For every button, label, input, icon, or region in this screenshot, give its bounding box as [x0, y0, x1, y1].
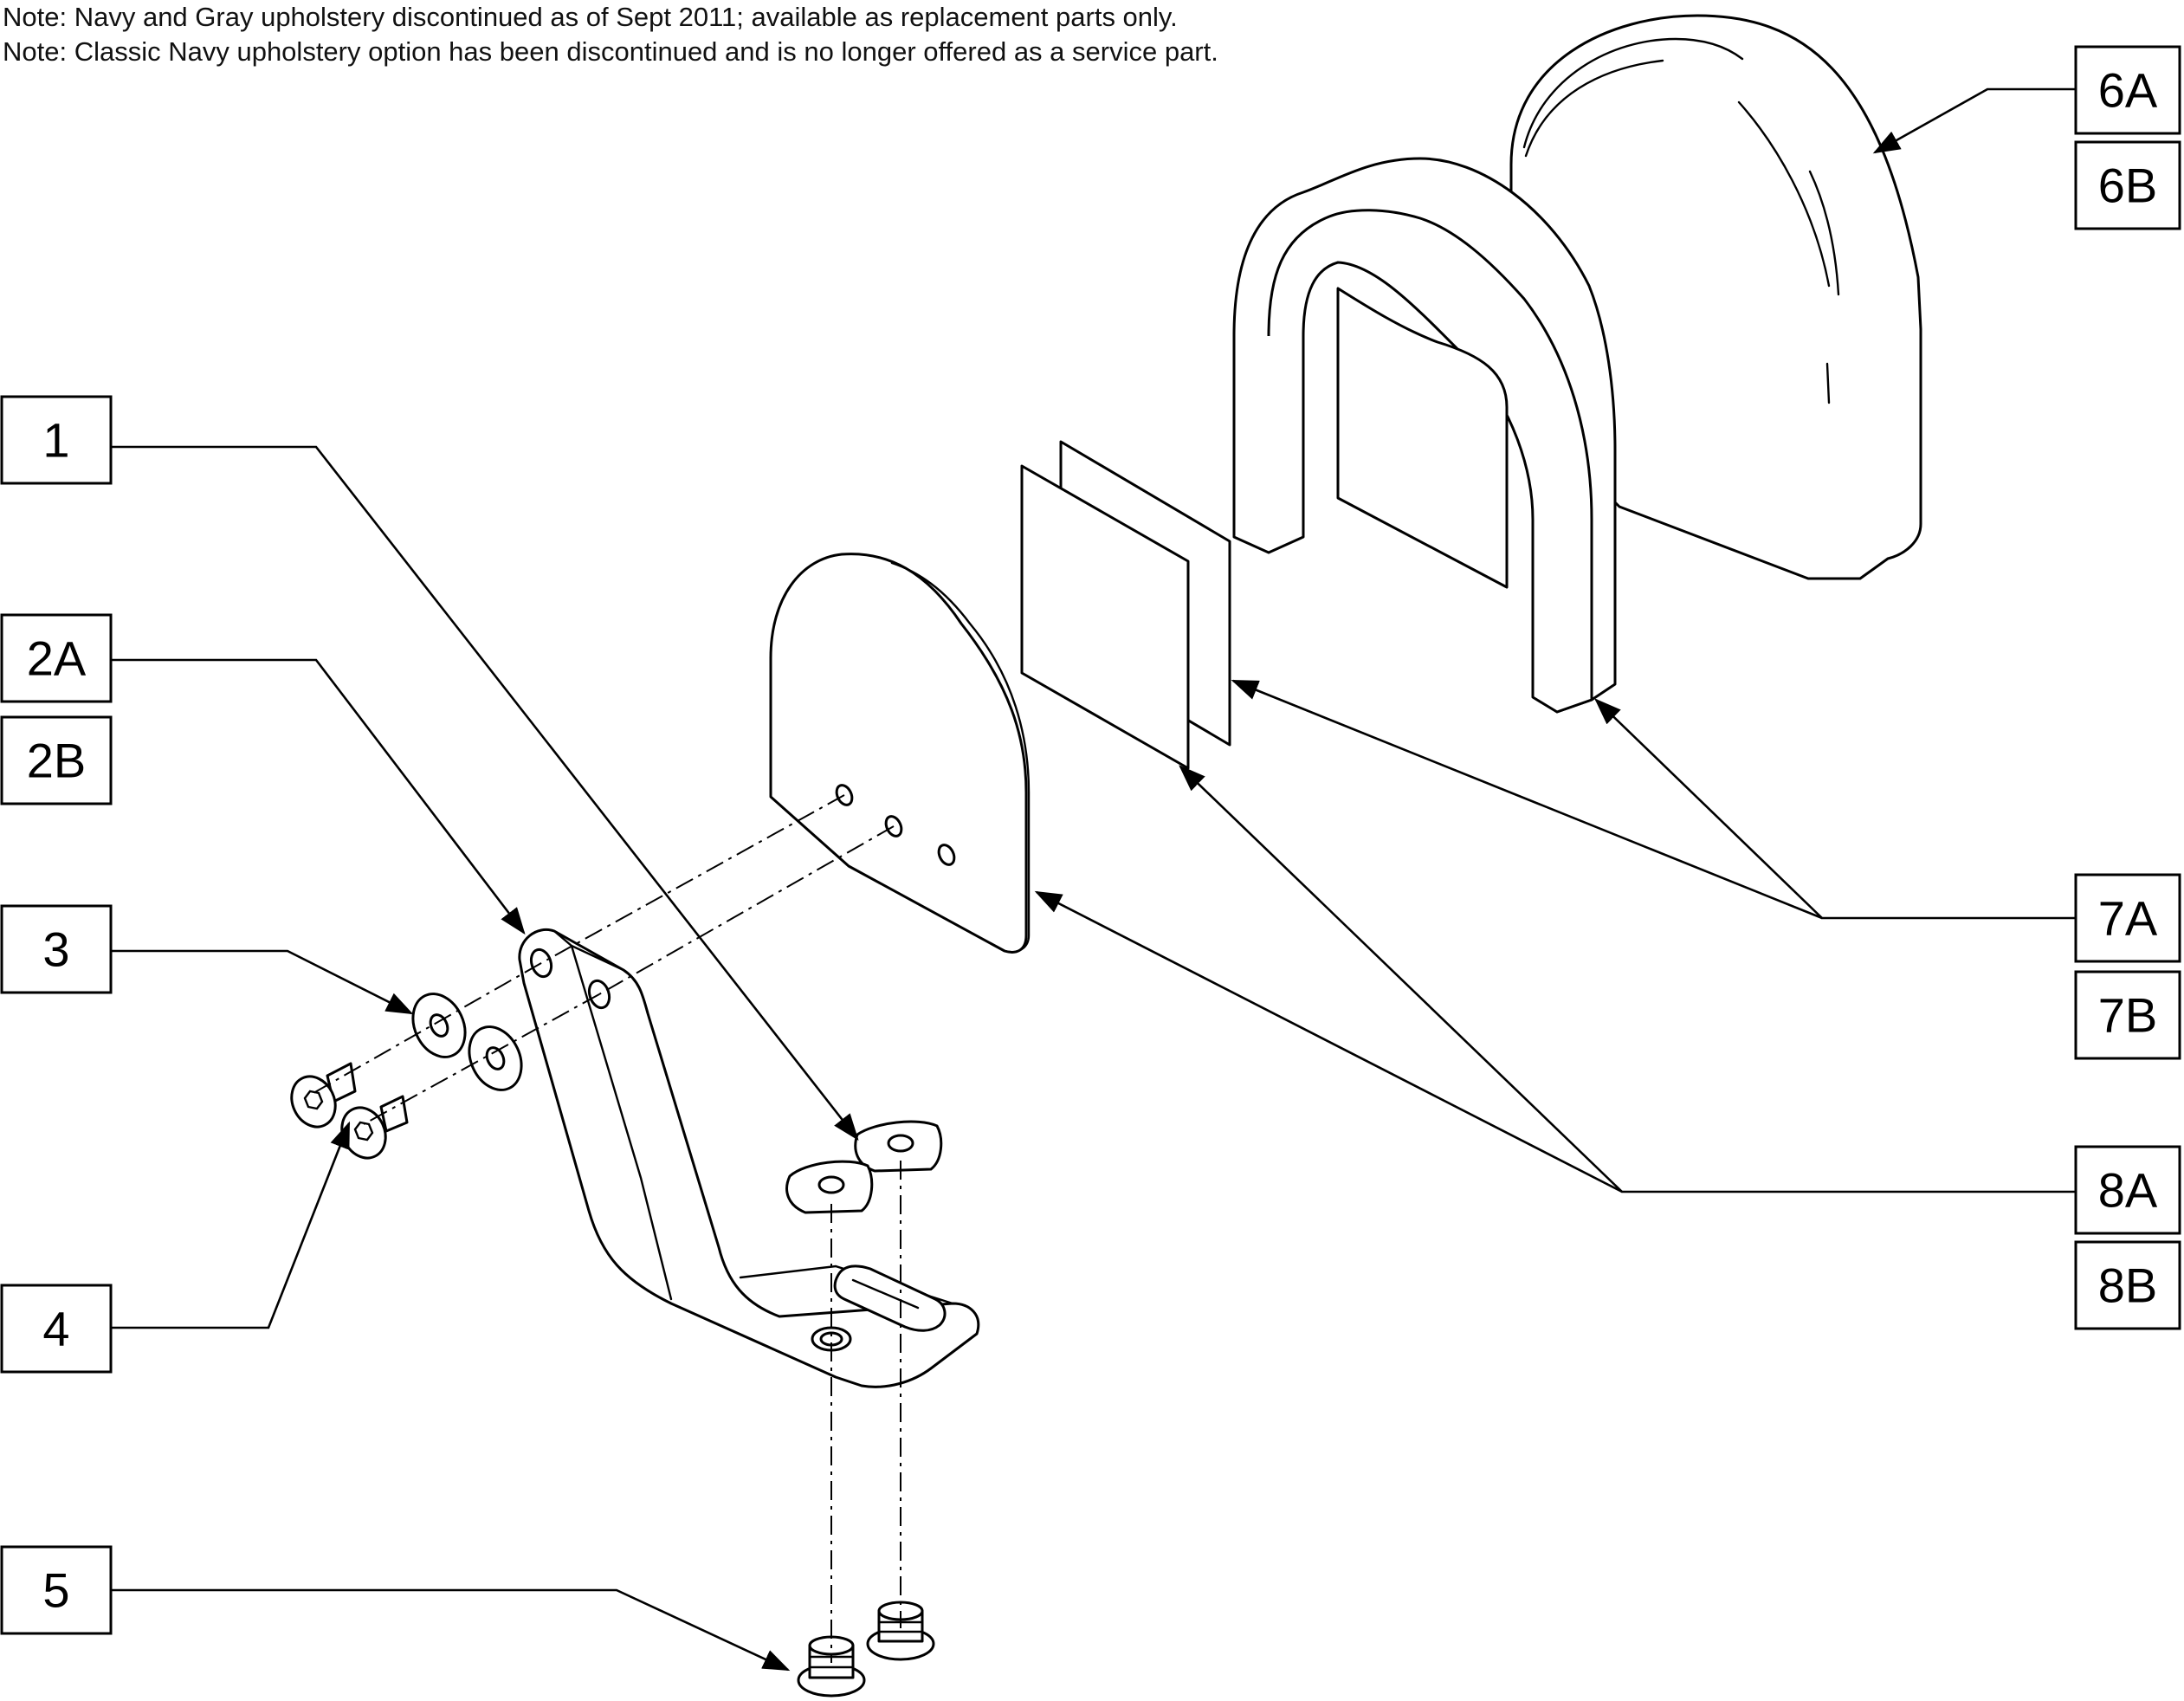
note-upholstery-discontinued: Note: Navy and Gray upholstery discontin…	[3, 2, 1178, 32]
part-7-foam-cushion	[1232, 157, 1617, 714]
leader-8-to-pad	[1179, 765, 2076, 1193]
callout-2b: 2B	[0, 715, 113, 805]
svg-text:3: 3	[42, 922, 69, 977]
part-5-bolts	[797, 1601, 935, 1698]
note-classic-navy-discontinued: Note: Classic Navy upholstery option has…	[3, 36, 1218, 67]
leader-7-to-cushion	[1594, 698, 2076, 920]
part-1-nuts	[785, 1120, 943, 1214]
callout-2a: 2A	[0, 613, 113, 703]
callout-8a: 8A	[2074, 1145, 2181, 1235]
svg-text:5: 5	[42, 1563, 69, 1618]
svg-text:6B: 6B	[2098, 158, 2158, 213]
leader-lines	[111, 87, 2076, 1672]
svg-text:8B: 8B	[2098, 1258, 2158, 1313]
leader-1	[111, 445, 859, 1142]
leader-4	[111, 1121, 351, 1329]
leader-8-to-backplate	[1034, 890, 1623, 1193]
callout-3: 3	[0, 904, 113, 994]
leader-7-to-pad	[1231, 679, 1823, 920]
callout-7b: 7B	[2074, 970, 2181, 1060]
backplate	[769, 553, 1031, 954]
callout-4: 4	[0, 1284, 113, 1374]
part-4-screws	[290, 1062, 409, 1160]
assembly-centerlines	[313, 794, 901, 1663]
part-3-washers	[411, 993, 523, 1091]
svg-text:8A: 8A	[2098, 1163, 2158, 1218]
leader-5	[111, 1588, 791, 1672]
svg-text:2B: 2B	[27, 734, 87, 788]
leader-3	[111, 949, 414, 1015]
callout-6a: 6A	[2074, 45, 2181, 135]
part-8-pads	[1020, 440, 1231, 770]
svg-text:7B: 7B	[2098, 988, 2158, 1043]
svg-text:2A: 2A	[27, 631, 87, 686]
svg-text:7A: 7A	[2098, 891, 2158, 946]
part-2-bracket	[518, 928, 980, 1388]
leader-2	[111, 658, 526, 935]
svg-text:4: 4	[42, 1302, 69, 1356]
svg-text:1: 1	[42, 413, 69, 468]
notes: Note: Navy and Gray upholstery discontin…	[3, 0, 1218, 69]
svg-text:6A: 6A	[2098, 63, 2158, 118]
callout-8b: 8B	[2074, 1240, 2181, 1330]
callout-1: 1	[0, 395, 113, 485]
callout-6b: 6B	[2074, 140, 2181, 230]
leader-6	[1872, 87, 2076, 154]
callout-5: 5	[0, 1545, 113, 1635]
callout-7a: 7A	[2074, 873, 2181, 963]
